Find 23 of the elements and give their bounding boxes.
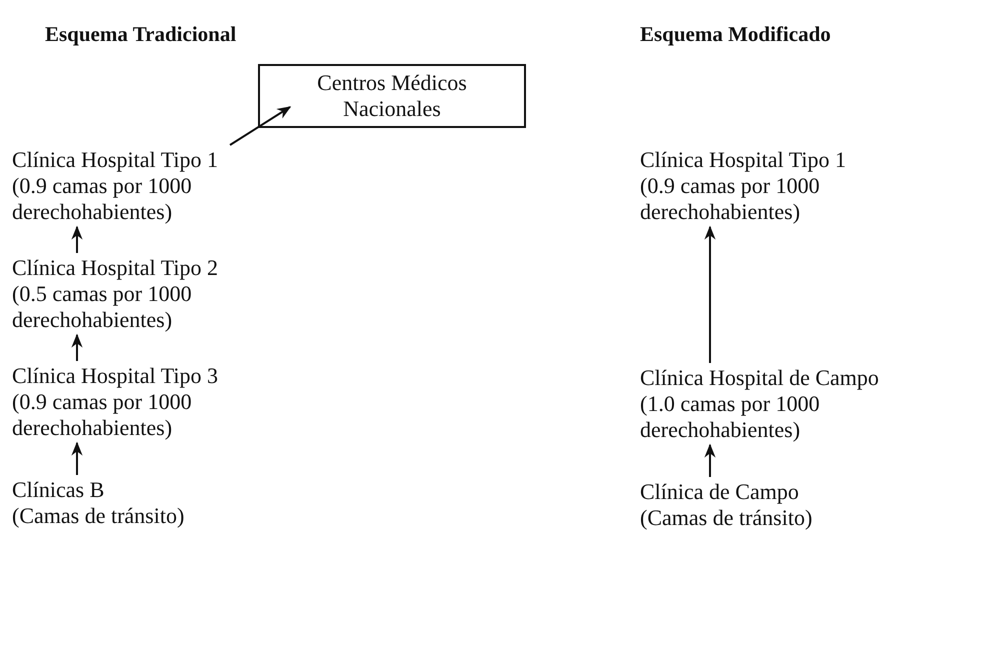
clinic-name: Clínica Hospital Tipo 1 [12,147,219,173]
arrow [229,106,292,146]
bed-ratio-text: (Camas de tránsito) [12,503,186,529]
bed-ratio-text: (1.0 camas por 1000 derechohabientes) [640,391,821,443]
clinic-name: Clínica de Campo [640,479,800,505]
clinic-name: Clínica Hospital de Campo [640,365,880,391]
arrow [71,442,83,475]
bed-ratio-text: (Camas de tránsito) [640,505,814,531]
arrow [704,444,716,477]
clinic-name: Clínicas B [12,477,106,503]
arrow [71,334,83,361]
bed-ratio-text: (0.5 camas por 1000 derechohabientes) [12,281,193,333]
column-heading: Esquema Tradicional [45,22,236,47]
arrow [71,226,83,253]
bed-ratio-text: (0.9 camas por 1000 derechohabientes) [12,173,193,225]
column-heading: Esquema Modificado [640,22,831,47]
institution-box: Centros Médicos Nacionales [258,64,526,128]
arrow [704,226,716,363]
clinic-name: Clínica Hospital Tipo 3 [12,363,219,389]
clinic-name: Clínica Hospital Tipo 2 [12,255,219,281]
bed-ratio-text: (0.9 camas por 1000 derechohabientes) [640,173,821,225]
bed-ratio-text: (0.9 camas por 1000 derechohabientes) [12,389,193,441]
clinic-name: Clínica Hospital Tipo 1 [640,147,847,173]
